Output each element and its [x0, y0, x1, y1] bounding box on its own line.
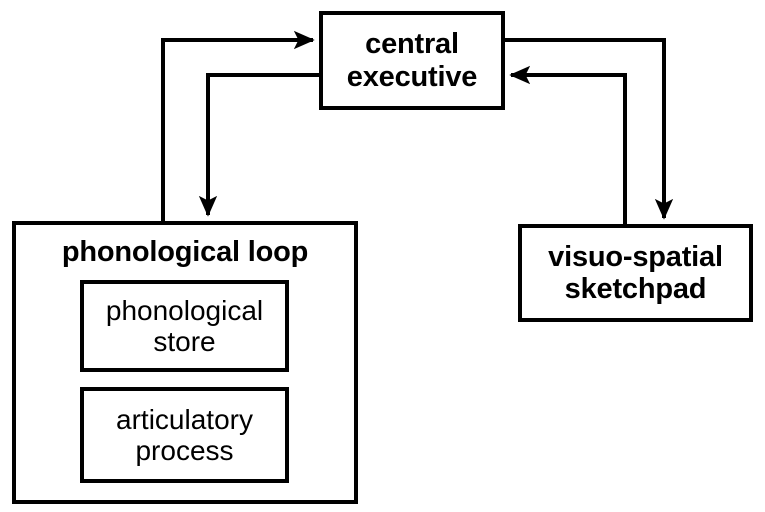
node-phonological-store-label: phonological store	[105, 294, 264, 357]
node-visuospatial-sketchpad-label: visuo-spatial sketchpad	[548, 240, 723, 305]
wire-phonological-loop-to-central-executive	[161, 30, 315, 221]
node-central-executive-label: central executive	[346, 28, 478, 93]
node-phonological-loop-label: phonological loop	[61, 236, 309, 268]
wire-central-executive-to-visuospatial-sketchpad	[505, 38, 674, 220]
wire-visuospatial-sketchpad-to-central-executive	[509, 65, 627, 224]
node-central-executive[interactable]: central executive	[319, 11, 505, 110]
node-articulatory-process[interactable]: articulatory process	[80, 387, 289, 483]
node-visuospatial-sketchpad[interactable]: visuo-spatial sketchpad	[518, 224, 753, 322]
node-phonological-store[interactable]: phonological store	[80, 280, 289, 372]
node-articulatory-process-label: articulatory process	[116, 403, 253, 466]
wire-central-executive-to-phonological-loop	[198, 73, 319, 217]
